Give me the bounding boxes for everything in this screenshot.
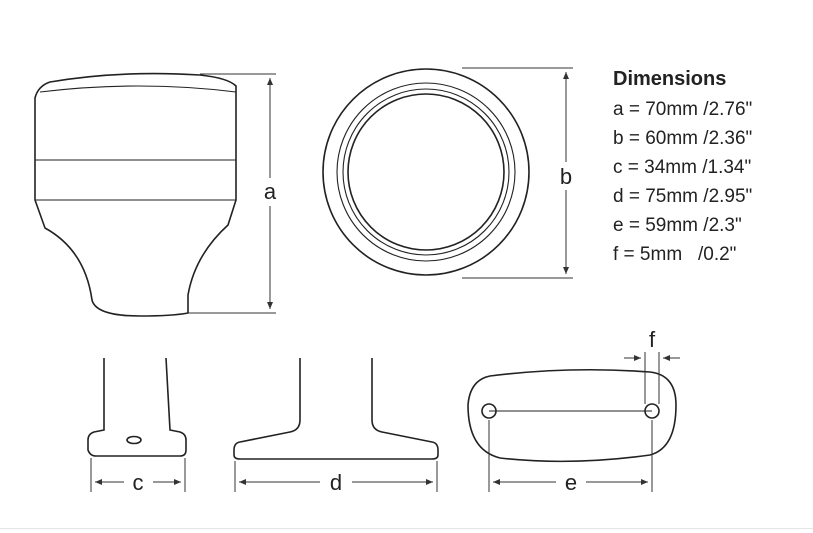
dimension-f: f — [624, 327, 680, 404]
dimension-a: a — [188, 73, 277, 314]
label-f: f — [649, 327, 656, 352]
label-d: d — [330, 470, 342, 495]
label-e: e — [565, 470, 577, 495]
dimension-b: b — [462, 67, 573, 279]
label-c: c — [133, 470, 144, 495]
dimensions-title: Dimensions — [613, 68, 727, 90]
dimension-d: d — [234, 461, 438, 495]
dimension-e: e — [488, 420, 653, 495]
base-plate-view — [467, 368, 677, 463]
dimensions-legend: Dimensions a = 70mm /2.76" b = 60mm /2.3… — [613, 68, 752, 269]
dimension-c: c — [90, 458, 186, 495]
mount-side-view — [87, 357, 187, 457]
front-view — [34, 72, 237, 317]
dimension-row-b: b = 60mm /2.36" — [613, 128, 753, 149]
divider — [0, 528, 813, 529]
mount-front-view — [233, 358, 439, 460]
dimension-row-d: d = 75mm /2.95" — [613, 186, 753, 207]
label-a: a — [264, 179, 277, 204]
dimension-row-c: c = 34mm /1.34" — [613, 157, 752, 178]
top-view — [322, 68, 530, 276]
label-b: b — [560, 164, 572, 189]
dimension-row-e: e = 59mm /2.3" — [613, 215, 742, 236]
dimension-row-a: a = 70mm /2.76" — [613, 99, 753, 120]
dimension-row-f: f = 5mm /0.2" — [613, 244, 737, 265]
